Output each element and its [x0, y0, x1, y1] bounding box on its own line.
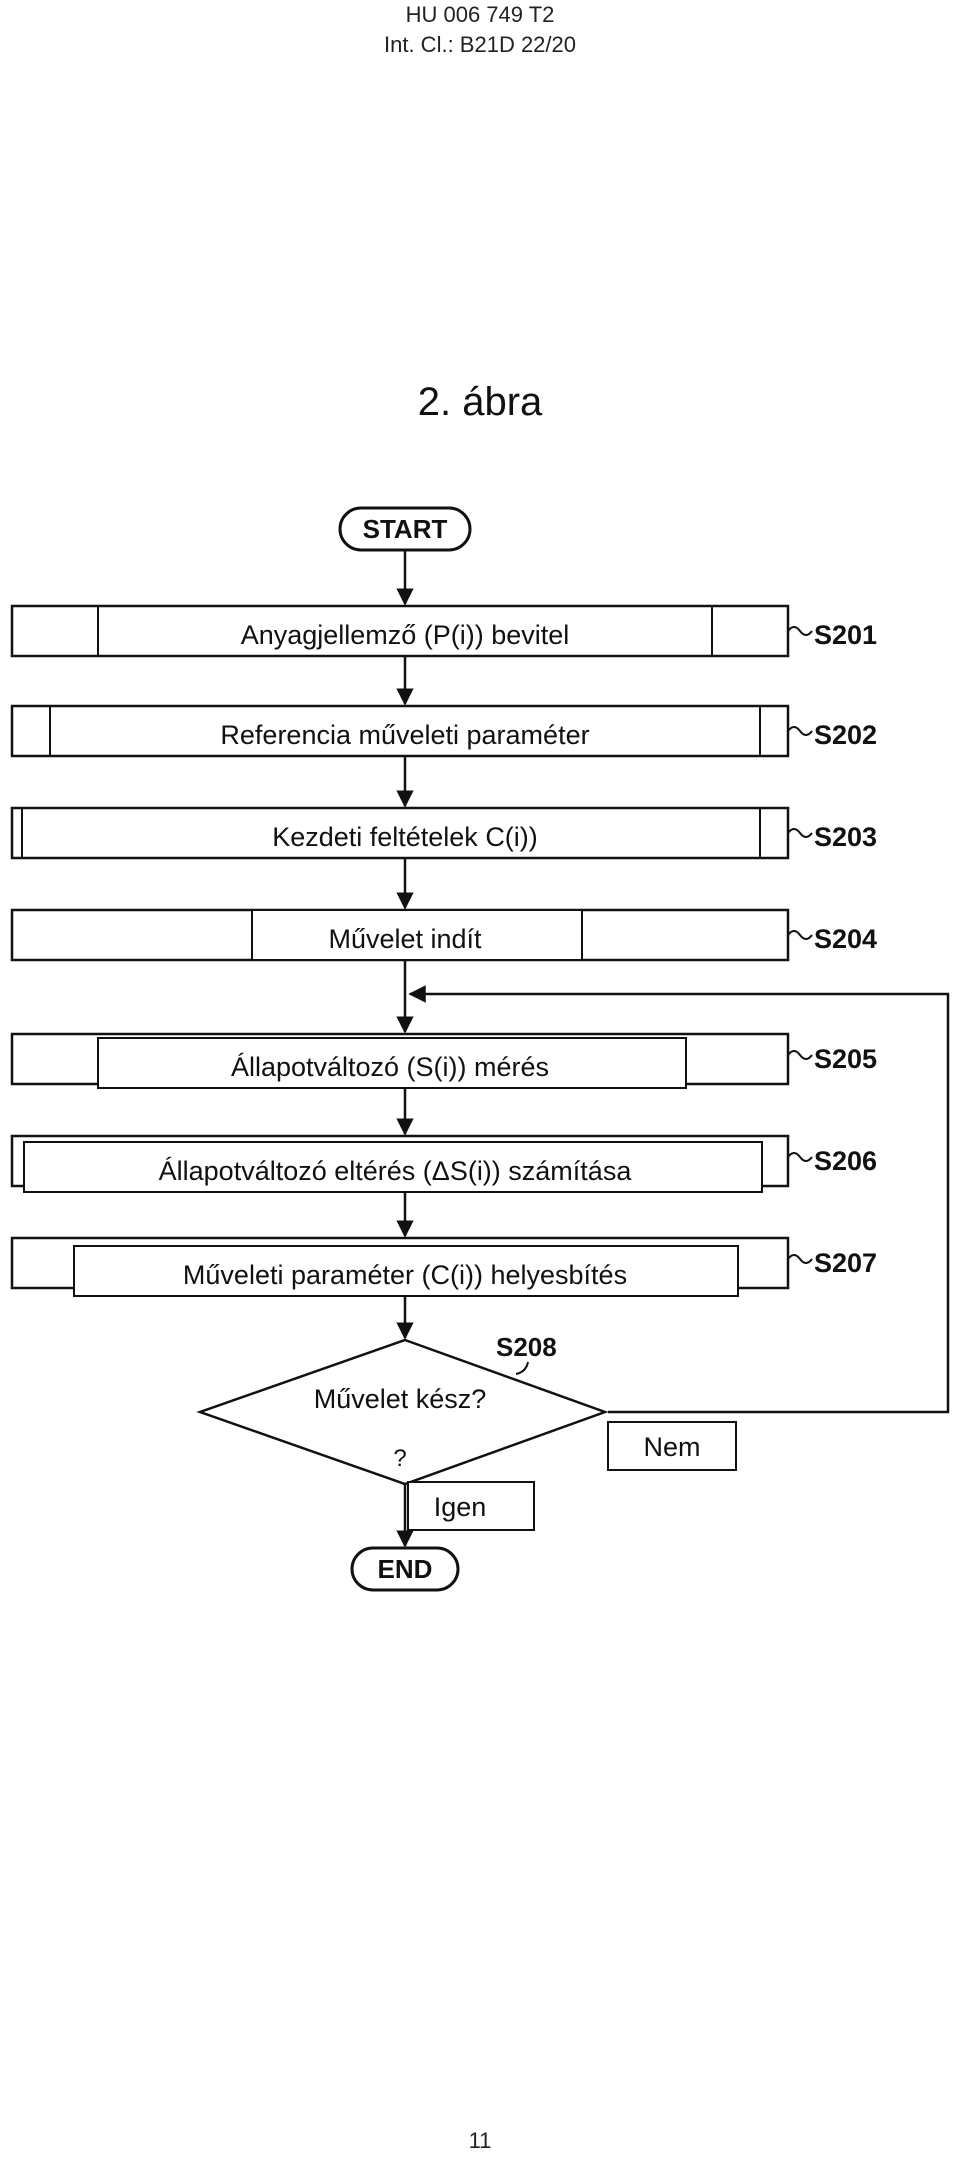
- step-id: S204: [814, 924, 877, 954]
- step-id: S202: [814, 720, 877, 750]
- step-s203: Kezdeti feltételek C(i)) S203: [10, 806, 877, 860]
- classification-code: Int. Cl.: B21D 22/20: [384, 32, 576, 57]
- step-id: S207: [814, 1248, 877, 1278]
- tilde-connector: [787, 1050, 813, 1060]
- id-leader-line: [515, 1361, 529, 1375]
- figure-title: 2. ábra: [417, 380, 543, 424]
- tilde-connector: [787, 828, 813, 838]
- start-terminal: START: [338, 506, 472, 552]
- tilde-connector: [787, 1254, 813, 1264]
- loop-back-connector: [408, 985, 950, 1414]
- step-s202: Referencia műveleti paraméter S202: [10, 704, 877, 758]
- step-label: Kezdeti feltételek C(i)): [272, 822, 538, 852]
- yes-label-box: [407, 1481, 535, 1531]
- step-s204: Művelet indít S204: [10, 908, 877, 962]
- step-label: Műveleti paraméter (C(i)) helyesbítés: [183, 1260, 627, 1290]
- step-label: Referencia műveleti paraméter: [220, 720, 589, 750]
- decision-question-mark: ?: [393, 1445, 406, 1472]
- tilde-connector: [787, 726, 813, 736]
- step-label: Állapotváltozó eltérés (ΔS(i)) számítása: [159, 1156, 633, 1186]
- step-label: Művelet indít: [328, 924, 482, 954]
- no-label: Nem: [643, 1432, 700, 1462]
- tilde-connector: [787, 930, 813, 940]
- start-label: START: [363, 514, 448, 544]
- step-s205: Állapotváltozó (S(i)) mérés S205: [10, 1032, 877, 1089]
- step-id: S206: [814, 1146, 877, 1176]
- step-id: S203: [814, 822, 877, 852]
- step-s206: Állapotváltozó eltérés (ΔS(i)) számítása…: [10, 1134, 877, 1193]
- yes-label: Igen: [434, 1492, 487, 1522]
- tilde-connector: [787, 626, 813, 636]
- step-label: Állapotváltozó (S(i)) mérés: [231, 1052, 549, 1082]
- step-id: S201: [814, 620, 877, 650]
- no-label-box: [607, 1421, 737, 1471]
- end-label: END: [378, 1554, 433, 1584]
- decision-s208: Művelet kész? ? S208 Nem Igen: [196, 1332, 737, 1531]
- tilde-connector: [787, 1152, 813, 1162]
- step-s207: Műveleti paraméter (C(i)) helyesbítés S2…: [10, 1236, 877, 1297]
- step-label: Anyagjellemző (P(i)) bevitel: [241, 620, 570, 650]
- step-s201: Anyagjellemző (P(i)) bevitel S201: [10, 604, 877, 658]
- decision-id: S208: [496, 1332, 557, 1362]
- page-number: 11: [468, 2128, 492, 2153]
- decision-question: Művelet kész?: [314, 1384, 487, 1414]
- publication-number: HU 006 749 T2: [405, 2, 555, 27]
- step-id: S205: [814, 1044, 877, 1074]
- end-terminal: END: [350, 1546, 460, 1592]
